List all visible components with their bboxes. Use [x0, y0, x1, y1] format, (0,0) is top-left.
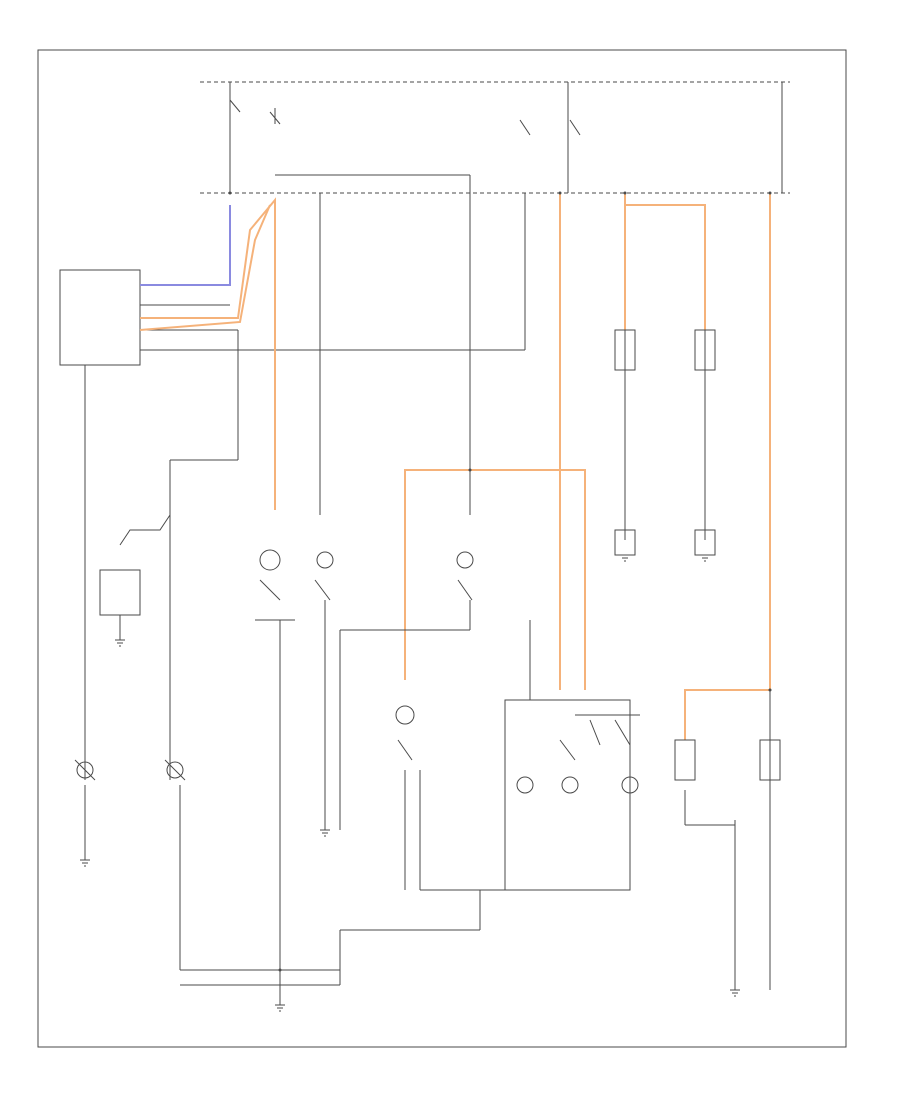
central-control-unit	[420, 620, 640, 891]
center-lamp-switches	[255, 549, 474, 990]
body-control-module	[59, 269, 525, 366]
left-switch-circuits	[74, 330, 239, 970]
ground-symbols	[80, 554, 740, 997]
blue-wire	[140, 205, 231, 286]
top-fuse-box	[200, 81, 790, 194]
diagram-border	[37, 49, 847, 1048]
orange-wires	[139, 193, 771, 740]
right-lamps	[614, 329, 781, 781]
splice-dots	[228, 191, 772, 972]
vertical-wires	[319, 193, 771, 990]
ground-bus	[180, 890, 481, 1012]
